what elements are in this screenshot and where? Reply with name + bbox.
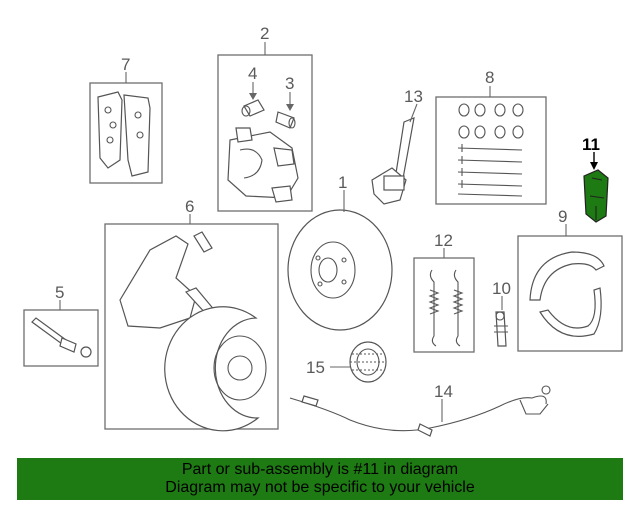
part-12-springs[interactable] [413,257,475,353]
part-4-boot[interactable] [241,99,265,117]
part-14-cable[interactable] [289,385,551,437]
part-7-brake-pads[interactable] [89,82,163,184]
callout-15: 15 [306,358,325,377]
callout-10: 10 [492,279,511,298]
part-10-adjuster[interactable] [494,311,508,347]
callout-11: 11 [582,135,600,154]
callout-9: 9 [558,207,567,226]
callout-14: 14 [434,382,453,401]
callout-7: 7 [121,55,130,74]
callout-5: 5 [55,283,64,302]
part-2-caliper[interactable] [217,54,313,212]
part-5-bolt-kit[interactable] [23,309,99,367]
callout-4: 4 [248,64,257,83]
callout-3: 3 [285,74,294,93]
part-8-hardware-kit[interactable] [435,96,547,205]
part-1-rotor[interactable] [287,209,393,331]
callout-1: 1 [338,173,347,192]
part-6-backing-plate[interactable] [104,223,279,432]
footer-line-1: Part or sub-assembly is #11 in diagram [181,461,459,478]
part-3-pin[interactable] [275,111,296,129]
footer-banner: Part or sub-assembly is #11 in diagram D… [17,458,623,500]
part-11-highlighted[interactable] [583,169,609,223]
callout-12: 12 [434,231,453,250]
footer-line-2: Diagram may not be specific to your vehi… [165,479,475,496]
callout-2: 2 [260,24,269,43]
part-9-brake-shoes[interactable] [517,235,623,352]
part-13-sensor[interactable] [371,117,415,205]
callout-6: 6 [185,197,194,216]
callout-8: 8 [485,68,494,87]
part-15-tone-ring[interactable] [349,341,387,383]
callout-13: 13 [404,87,423,106]
